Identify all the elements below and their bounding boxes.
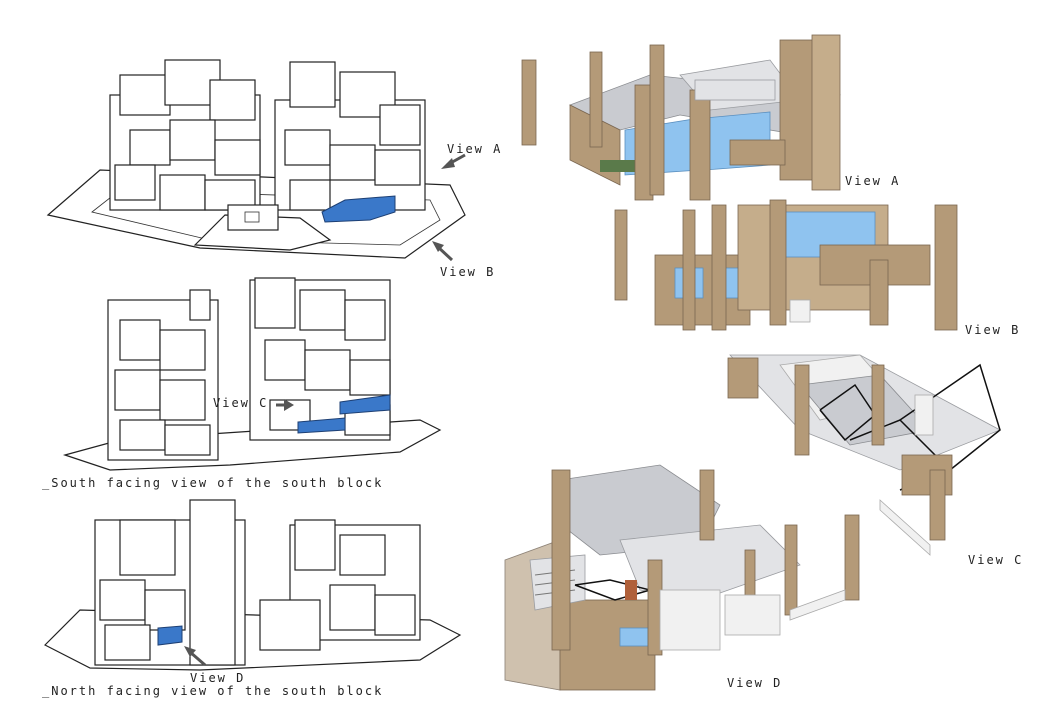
arrow-icon-view-c bbox=[276, 399, 294, 411]
render-view-c bbox=[727, 354, 1001, 556]
site-overview-wireframe bbox=[46, 59, 466, 259]
highlight-unit bbox=[321, 195, 396, 223]
label-view-b-right: View B bbox=[965, 323, 1021, 337]
caption-north-facing: _North facing view of the south block bbox=[42, 684, 384, 698]
south-view-wireframe bbox=[62, 277, 442, 471]
render-view-b bbox=[614, 199, 958, 331]
label-view-c-right: View C bbox=[968, 553, 1024, 567]
label-view-a-right: View A bbox=[845, 174, 901, 188]
render-view-d bbox=[504, 464, 860, 691]
label-view-b-left: View B bbox=[440, 265, 496, 279]
label-view-a-left: View A bbox=[447, 142, 503, 156]
label-view-d-left: View D bbox=[190, 671, 246, 685]
highlight-unit bbox=[339, 394, 391, 415]
label-view-d-right: View D bbox=[727, 676, 783, 690]
highlight-unit bbox=[157, 625, 183, 646]
highlight-unit bbox=[297, 417, 346, 434]
arrow-icon-view-b bbox=[432, 241, 454, 262]
arrow-icon-view-d bbox=[184, 646, 206, 667]
label-view-c-left: View C bbox=[213, 396, 269, 410]
render-view-a bbox=[521, 34, 841, 201]
arrow-icon-view-a bbox=[441, 153, 466, 169]
caption-south-facing: _South facing view of the south block bbox=[42, 476, 384, 490]
north-view-wireframe bbox=[43, 499, 462, 671]
